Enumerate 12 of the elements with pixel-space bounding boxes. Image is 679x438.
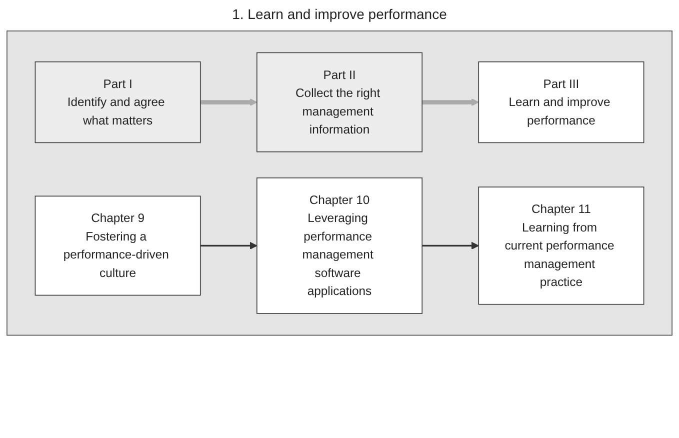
node-box: Part III Learn and improve performance	[478, 61, 644, 144]
node-box: Chapter 11 Learning from current performance management practice	[478, 186, 644, 305]
diagram-title: 1. Learn and improve performance	[231, 6, 448, 22]
node-box: Part I Identify and agree what matters	[34, 61, 201, 144]
node-box: Chapter 9 Fostering a performance-driven culture	[34, 196, 201, 296]
node-box: Part II Collect the right management information	[256, 52, 423, 152]
arrow	[422, 242, 479, 250]
cluster	[6, 30, 672, 336]
arrow	[422, 98, 479, 106]
node-box: Chapter 10 Leveraging performance management software applications	[256, 177, 423, 314]
arrow	[200, 242, 258, 250]
arrow	[200, 98, 258, 106]
